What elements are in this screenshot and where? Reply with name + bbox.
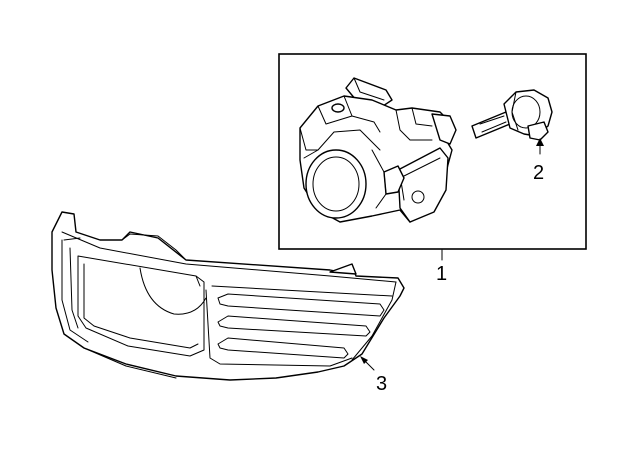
- leader-arrow-2: [536, 138, 544, 146]
- leader-lines: [360, 138, 544, 371]
- callout-3: 3: [376, 373, 387, 395]
- callout-2: 2: [533, 162, 544, 184]
- callout-1: 1: [436, 263, 447, 285]
- leader-arrow-3: [360, 356, 368, 364]
- fog-lamp-bezel: [51, 211, 405, 381]
- assembly-inset-box: [278, 53, 587, 250]
- fog-lamp-housing: [299, 77, 457, 223]
- fog-lamp-bulb: [471, 89, 553, 141]
